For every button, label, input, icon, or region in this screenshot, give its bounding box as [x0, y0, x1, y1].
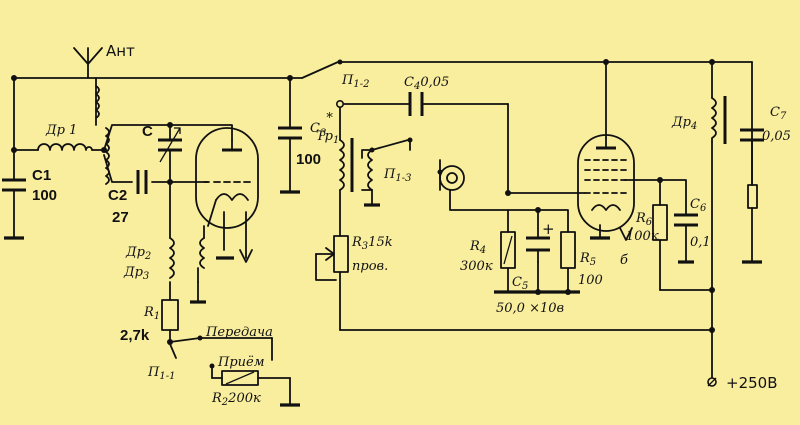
- label-r4-value: 300к: [460, 259, 493, 274]
- capacitor-c2: [136, 170, 148, 194]
- label-c7: С7: [770, 105, 787, 122]
- label-r6: R6: [635, 211, 653, 228]
- resistor-r2: [221, 370, 259, 386]
- label-c4: С40,05: [404, 75, 449, 92]
- wiring: [13, 61, 753, 406]
- label-r1: R1: [143, 305, 160, 322]
- resistor-r1: [161, 299, 179, 331]
- capacitor-c4: [408, 92, 424, 116]
- capacitor-c6: [674, 213, 698, 264]
- resistor-r4: [500, 231, 516, 269]
- label-r3-note: пров.: [352, 259, 388, 274]
- capacitor-c3: [278, 126, 302, 194]
- label-c5-value: 50,0 ×10в: [496, 301, 564, 316]
- label-c6: С6: [690, 197, 707, 214]
- label-peredacha: Передача: [205, 325, 273, 340]
- label-tr1: Тр1: [316, 129, 339, 146]
- switch-p1-3: [369, 137, 443, 175]
- label-c6-value: 0,1: [690, 235, 711, 250]
- label-r5-value: 100: [578, 273, 603, 288]
- label-r4: R4: [469, 239, 486, 256]
- label-r5: R5: [579, 251, 596, 268]
- label-c3-value: 100: [296, 151, 321, 168]
- svg-text:+: +: [542, 220, 555, 238]
- resistor-r5: [560, 231, 576, 269]
- label-r6-value: 100к: [626, 229, 659, 244]
- label-c5: С5: [512, 275, 528, 292]
- label-p1-2: П1-2: [341, 73, 369, 90]
- label-r1-value: 2,7k: [120, 327, 150, 344]
- resistor-r6: [652, 204, 668, 241]
- junction-dots: [11, 59, 715, 333]
- microphone: [439, 165, 465, 191]
- label-dr4: Др4: [671, 115, 697, 132]
- label-c2-value: 27: [112, 209, 129, 226]
- label-dr1: Др 1: [45, 123, 77, 138]
- capacitor-c5: +: [526, 220, 555, 263]
- label-c7-value: 0,05: [762, 129, 791, 144]
- filament-arrow: [216, 249, 253, 263]
- label-antenna: Ант: [106, 42, 135, 60]
- label-c2-name: С2: [108, 187, 127, 204]
- label-p1-1: П1-1: [147, 365, 175, 382]
- resistor-r3: [315, 235, 349, 273]
- choke-dr4: [711, 96, 727, 144]
- capacitor-c1: [2, 178, 26, 240]
- antenna-symbol: [73, 47, 103, 119]
- transformer-tr1: [339, 138, 380, 207]
- label-c3: С3*: [310, 111, 333, 139]
- choke-dr1: [37, 143, 93, 151]
- label-priem: Приём: [217, 355, 265, 370]
- label-supply: +250В: [726, 374, 778, 392]
- label-dr3: Др3: [123, 265, 149, 282]
- supply-terminal: [707, 377, 717, 387]
- label-r3: R315k: [351, 235, 393, 252]
- oscillator-tube: [195, 127, 259, 229]
- capacitor-c7: [740, 128, 764, 142]
- label-r2: R2200к: [211, 391, 261, 408]
- earphone: [742, 184, 762, 264]
- label-c1-name: С1: [32, 167, 51, 184]
- label-c-var: С: [142, 123, 153, 140]
- label-tube-pin: б: [620, 253, 628, 268]
- output-tube: [577, 134, 635, 241]
- label-p1-3: П1-3: [383, 167, 411, 184]
- switch-p1-1: [167, 335, 215, 369]
- choke-dr2-dr3: [169, 237, 206, 304]
- switch-p1-2: [301, 59, 344, 109]
- labels: Ант Др 1 С С1 100 С2 27 С3* 100 Др2 Др3 …: [32, 42, 791, 408]
- label-dr2: Др2: [125, 245, 151, 262]
- label-c1-value: 100: [32, 187, 57, 204]
- tank-coil: [105, 127, 110, 185]
- capacitor-c-variable: [158, 127, 182, 163]
